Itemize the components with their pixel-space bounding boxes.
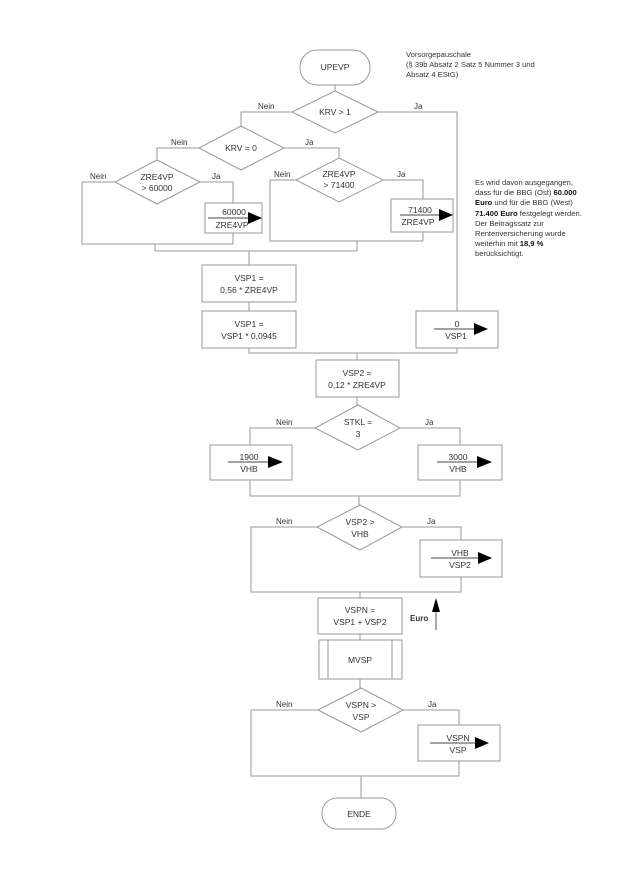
assign-arrow-icon — [474, 323, 488, 335]
assign-arrow-icon — [439, 209, 453, 221]
yes-label: Ja — [425, 418, 434, 427]
svg-text:KRV > 1: KRV > 1 — [319, 107, 351, 117]
svg-text:VSP1 + VSP2: VSP1 + VSP2 — [333, 617, 386, 627]
assign-arrow-icon — [475, 737, 489, 749]
svg-text:VSP1 * 0,0945: VSP1 * 0,0945 — [221, 331, 277, 341]
process-vsp1-0945: VSP1 = VSP1 * 0,0945 — [201, 310, 297, 349]
svg-text:> 71400: > 71400 — [324, 180, 355, 190]
connector-lines — [81, 85, 462, 798]
decision-vsp2-gt-vhb: VSP2 > VHB Nein Ja — [276, 504, 436, 551]
svg-text:3: 3 — [356, 429, 361, 439]
side-note: Es wrid davon ausgegangen, dass für die … — [475, 178, 582, 259]
svg-text:VSP1 =: VSP1 = — [234, 319, 263, 329]
header-note: Vorsorgepauschale (§ 39b Absatz 2 Satz 5… — [406, 50, 535, 80]
svg-text:VSP1 =: VSP1 = — [234, 273, 263, 283]
svg-text:ZRE4VP: ZRE4VP — [215, 220, 248, 230]
svg-text:VSP2 =: VSP2 = — [342, 368, 371, 378]
svg-text:3000: 3000 — [449, 452, 468, 462]
svg-text:VHB: VHB — [449, 464, 467, 474]
assign-vhb-vsp2: VHB VSP2 — [419, 539, 503, 578]
yes-label: Ja — [428, 700, 437, 709]
yes-label: Ja — [414, 102, 423, 111]
no-label: Nein — [274, 170, 290, 179]
euro-label: Euro — [410, 614, 428, 623]
svg-text:VSP2: VSP2 — [449, 560, 471, 570]
svg-text:MVSP: MVSP — [348, 655, 372, 665]
svg-text:> 60000: > 60000 — [142, 183, 173, 193]
svg-text:VSP: VSP — [449, 745, 466, 755]
process-vsp2: VSP2 = 0,12 * ZRE4VP — [315, 359, 400, 398]
decision-zre4vp-gt-60000: ZRE4VP > 60000 Nein Ja — [90, 159, 221, 205]
svg-text:71400: 71400 — [408, 205, 432, 215]
decision-stkl-eq-3: STKL = 3 Nein Ja — [276, 404, 434, 451]
yes-label: Ja — [397, 170, 406, 179]
svg-text:STKL =: STKL = — [344, 417, 372, 427]
no-label: Nein — [276, 418, 292, 427]
svg-text:0,12 * ZRE4VP: 0,12 * ZRE4VP — [328, 380, 386, 390]
yes-label: Ja — [305, 138, 314, 147]
svg-text:0,56 * ZRE4VP: 0,56 * ZRE4VP — [220, 285, 278, 295]
end-label: ENDE — [347, 809, 371, 819]
process-vspn: VSPN = VSP1 + VSP2 — [317, 597, 403, 635]
assign-0-vsp1: 0 VSP1 — [415, 310, 499, 349]
no-label: Nein — [258, 102, 274, 111]
svg-text:0: 0 — [455, 319, 460, 329]
assign-71400-zre4vp: 71400 ZRE4VP — [390, 198, 454, 233]
assign-arrow-icon — [268, 456, 283, 468]
svg-text:VSP1: VSP1 — [445, 331, 467, 341]
svg-text:VHB: VHB — [451, 548, 469, 558]
svg-text:ZRE4VP: ZRE4VP — [140, 172, 173, 182]
svg-text:VSP: VSP — [352, 712, 369, 722]
no-label: Nein — [276, 517, 292, 526]
end-terminal: ENDE — [321, 797, 397, 830]
decision-krv-eq-0: KRV = 0 Nein Ja — [171, 125, 314, 171]
assign-vspn-vsp: VSPN VSP — [417, 724, 501, 762]
start-terminal: UPEVP — [299, 49, 371, 86]
svg-text:ZRE4VP: ZRE4VP — [401, 217, 434, 227]
up-arrow-icon — [432, 598, 440, 612]
svg-text:ZRE4VP: ZRE4VP — [322, 169, 355, 179]
svg-text:VHB: VHB — [240, 464, 258, 474]
yes-label: Ja — [427, 517, 436, 526]
decision-zre4vp-gt-71400: ZRE4VP > 71400 Nein Ja — [274, 157, 406, 203]
decision-krv-gt-1: KRV > 1 Nein Ja — [258, 90, 423, 134]
decision-vspn-gt-vsp: VSPN > VSP Nein Ja — [276, 687, 437, 733]
svg-text:1900: 1900 — [240, 452, 259, 462]
svg-text:VSPN >: VSPN > — [346, 700, 377, 710]
subroutine-mvsp: MVSP — [318, 639, 403, 680]
assign-60000-zre4vp: 60000 ZRE4VP — [204, 202, 263, 234]
no-label: Nein — [276, 700, 292, 709]
svg-text:VSP2 >: VSP2 > — [345, 517, 374, 527]
assign-arrow-icon — [248, 212, 262, 224]
svg-text:60000: 60000 — [222, 207, 246, 217]
svg-text:VHB: VHB — [351, 529, 369, 539]
assign-arrow-icon — [477, 456, 492, 468]
process-vsp1-056: VSP1 = 0,56 * ZRE4VP — [201, 264, 297, 303]
svg-text:KRV = 0: KRV = 0 — [225, 143, 257, 153]
no-label: Nein — [171, 138, 187, 147]
assign-3000-vhb: 3000 VHB — [417, 444, 503, 481]
svg-text:VSPN: VSPN — [446, 733, 469, 743]
assign-1900-vhb: 1900 VHB — [209, 444, 293, 481]
svg-text:VSPN =: VSPN = — [345, 605, 376, 615]
no-label: Nein — [90, 172, 106, 181]
start-label: UPEVP — [321, 62, 350, 72]
yes-label: Ja — [212, 172, 221, 181]
assign-arrow-icon — [478, 552, 492, 564]
